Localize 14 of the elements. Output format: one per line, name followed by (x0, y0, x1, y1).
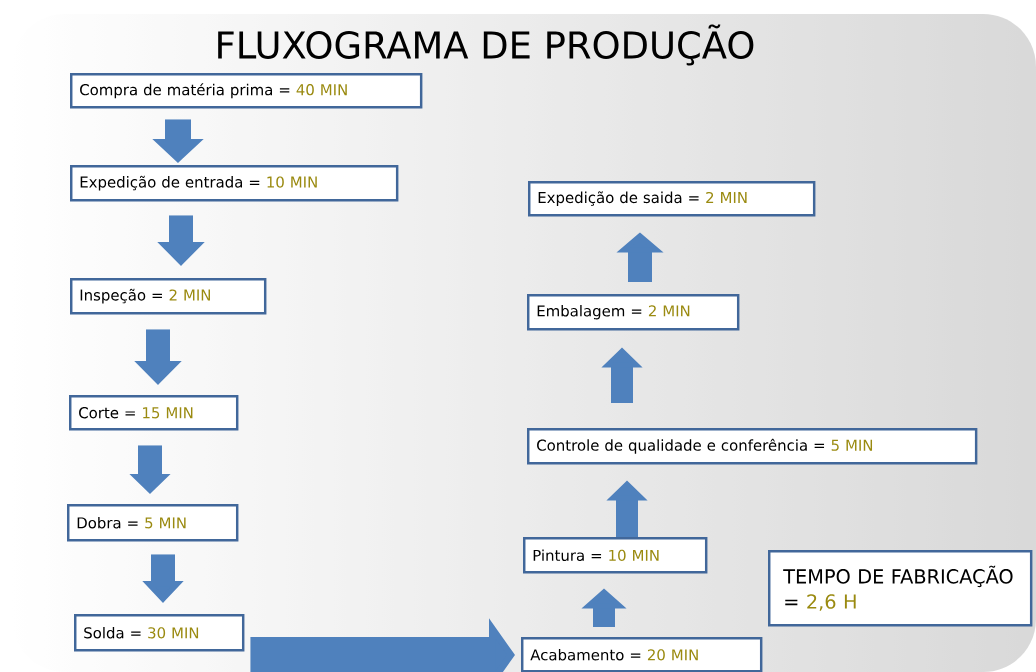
process-box: Pintura = 10 MIN (523, 537, 708, 574)
process-box: Controle de qualidade e conferência = 5 MIN (527, 428, 978, 465)
process-box: Dobra = 5 MIN (67, 504, 239, 542)
process-box: Compra de matéria prima = 40 MIN (70, 73, 423, 109)
process-box: Embalagem = 2 MIN (527, 294, 740, 331)
total-time-box: TEMPO DE FABRICAÇÃO = 2,6 H (768, 550, 1033, 627)
process-box: Expedição de entrada = 10 MIN (70, 165, 399, 202)
title: FLUXOGRAMA DE PRODUÇÃO (218, 24, 754, 66)
process-box: Acabamento = 20 MIN (521, 637, 763, 672)
process-box: Corte = 15 MIN (69, 395, 239, 431)
block-arrow (250, 618, 515, 672)
process-box: Expedição de saida = 2 MIN (528, 181, 816, 217)
process-box: Inspeção = 2 MIN (70, 278, 267, 315)
process-box: Solda = 30 MIN (74, 614, 245, 652)
